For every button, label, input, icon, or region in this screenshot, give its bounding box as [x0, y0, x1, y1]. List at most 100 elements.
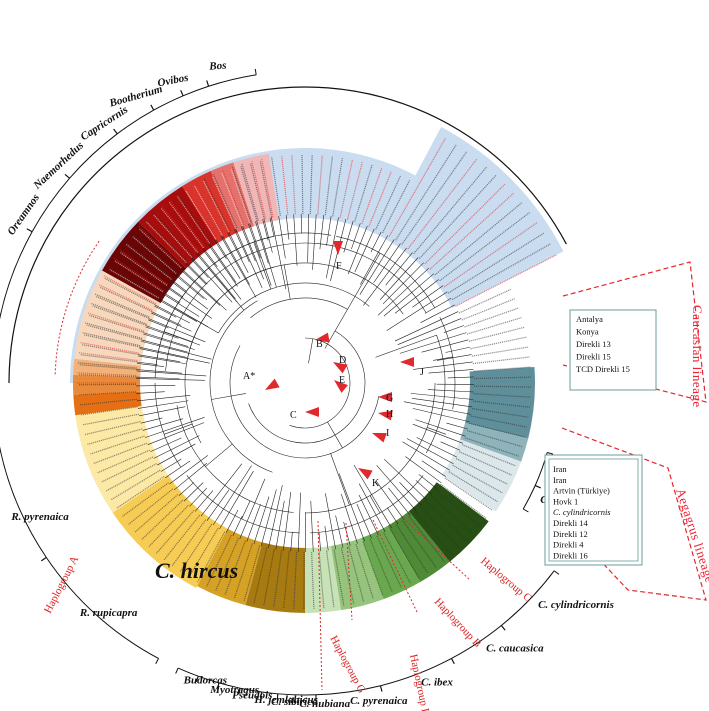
branch: [215, 239, 241, 279]
tip-label: [90, 435, 145, 455]
branch: [214, 240, 227, 260]
tip-label: [472, 356, 530, 365]
branch: [447, 376, 474, 379]
tip-label: [389, 528, 420, 579]
branch: [383, 273, 435, 317]
clade-bracket: [451, 625, 502, 659]
branch: [386, 507, 399, 525]
tip-label: [348, 546, 365, 602]
branch: [421, 339, 469, 353]
clade-sector: [245, 542, 305, 613]
tip-label: [340, 547, 355, 604]
branch: [235, 228, 263, 289]
caucasian-site-box: [569, 309, 657, 391]
branch: [180, 267, 227, 311]
branch: [165, 242, 427, 371]
branch: [209, 300, 273, 473]
branch: [212, 465, 252, 526]
branch: [428, 369, 474, 374]
tip-label: [80, 354, 138, 363]
clade-sector: [382, 126, 564, 309]
clade-sector: [73, 391, 142, 416]
branch: [194, 490, 214, 512]
caucasian-lineage-label: Caucasian lineage: [690, 305, 705, 408]
branch: [234, 229, 250, 263]
tip-label: [94, 293, 150, 318]
branch: [445, 346, 471, 353]
clade-sector: [197, 528, 263, 606]
branch: [278, 216, 286, 259]
branch: [425, 335, 446, 454]
node-label: E: [339, 375, 345, 386]
branch: [354, 228, 375, 273]
branch: [269, 217, 275, 237]
aegagrus-lineage-label: Aegagrus lineage: [673, 486, 709, 584]
node-label: B: [316, 339, 323, 350]
branch: [227, 232, 249, 273]
tip-label: [153, 214, 193, 258]
genus-label: Naemorhedus: [31, 139, 86, 192]
branch: [138, 355, 187, 365]
branch: [293, 214, 298, 266]
clade-sector: [361, 525, 420, 600]
branch: [191, 257, 233, 303]
tip-label: [466, 429, 523, 448]
tip-label: [114, 260, 164, 293]
branch: [253, 496, 270, 545]
tip-label: [155, 509, 195, 554]
branch: [427, 389, 474, 393]
branch: [394, 279, 439, 314]
branch: [178, 482, 195, 496]
tip-label: [95, 295, 150, 319]
branch: [377, 267, 430, 316]
node-g-marker: G: [378, 392, 393, 404]
branch: [271, 217, 287, 290]
branch: [359, 239, 395, 295]
node-d-marker: D: [333, 355, 348, 374]
branch: [225, 510, 239, 533]
clade-bracket: [153, 95, 184, 111]
tip-label: [243, 545, 261, 601]
branch: [325, 217, 339, 279]
clade-bracket: [45, 557, 159, 659]
branch: [241, 500, 251, 520]
clade-bracket: [0, 445, 47, 558]
branch: [154, 304, 190, 324]
branch: [410, 393, 474, 400]
branch: [386, 291, 448, 331]
branch: [183, 482, 204, 502]
branch: [360, 235, 388, 285]
tip-label: [462, 444, 516, 467]
branch: [248, 223, 261, 259]
tip-label: [361, 168, 383, 225]
node-label: G: [386, 393, 393, 404]
tip-label: [317, 155, 323, 215]
tip-label: [113, 257, 164, 292]
tip-label: [89, 314, 144, 334]
branch: [275, 500, 285, 550]
tip-label-marks: [77, 138, 557, 610]
branch: [179, 268, 221, 306]
branch: [358, 494, 379, 536]
branch: [282, 491, 292, 551]
tip-label: [473, 393, 531, 398]
clade-sector: [436, 475, 496, 522]
genus-label: Myotragus: [209, 684, 259, 696]
branch: [165, 286, 213, 319]
tip-label: [470, 415, 527, 428]
branch: [439, 317, 456, 410]
branch: [211, 393, 246, 400]
branch: [169, 455, 209, 485]
branch: [228, 232, 243, 259]
branch: [351, 223, 361, 250]
caucasian-site: TCD Direkli 15: [576, 364, 630, 374]
branch: [283, 264, 291, 300]
branch: [255, 221, 269, 264]
tip-label: [443, 222, 538, 288]
branch: [324, 526, 329, 551]
branch: [157, 443, 196, 466]
tip-label: [355, 543, 374, 599]
node-label: I: [386, 428, 389, 439]
